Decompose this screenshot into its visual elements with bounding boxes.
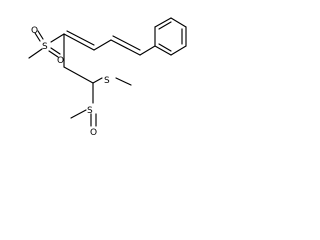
bond-methylene-methine [63,66,94,84]
ring-inner-bond-c [158,43,172,52]
ring-bond-6 [154,45,172,56]
structure-canvas: S O O S S O [0,0,216,145]
ring-bond-2 [154,17,172,28]
bond-methyl-sulfonyl [28,48,43,59]
bond-single-diene [93,39,112,51]
sulfonyl-oxygen-bottom-label: O [57,56,64,66]
bonds [28,30,156,127]
bond-methine-thioether [92,77,103,84]
bond-alkene-2b [112,35,141,51]
bond-sulfonyl-oxygen-bottom-2 [50,47,61,55]
bond-sulfonyl-oxygen-bottom-1 [48,50,59,58]
bond-sulfonyl-oxygen-top-1 [34,32,41,42]
ring-bond-3 [170,17,187,28]
bond-alkene-1a [63,33,95,51]
ring-bond-5 [170,45,187,56]
ring-inner-bond-a [158,21,172,30]
phenyl-ring [154,17,187,56]
sulfinyl-sulfur-label: S [87,106,93,116]
chemical-structure-diagram: S O O S S O [28,17,187,138]
bond-sulfinyl-methyl [70,109,87,119]
bond-to-phenyl [139,45,156,56]
bond-thioether-methyl [115,77,132,86]
sulfinyl-oxygen-label: O [90,128,97,138]
bond-sulfonyl-carbon [50,33,65,43]
bond-alkene-1b [66,30,95,46]
bond-alkene-2a [110,39,141,56]
sulfonyl-sulfur-label: S [42,42,48,52]
sulfonyl-oxygen-top-label: O [31,26,38,36]
bond-sulfonyl-oxygen-top-2 [37,30,44,40]
thioether-sulfur-label: S [104,76,110,86]
atom-labels: S O O S S O [31,26,110,138]
